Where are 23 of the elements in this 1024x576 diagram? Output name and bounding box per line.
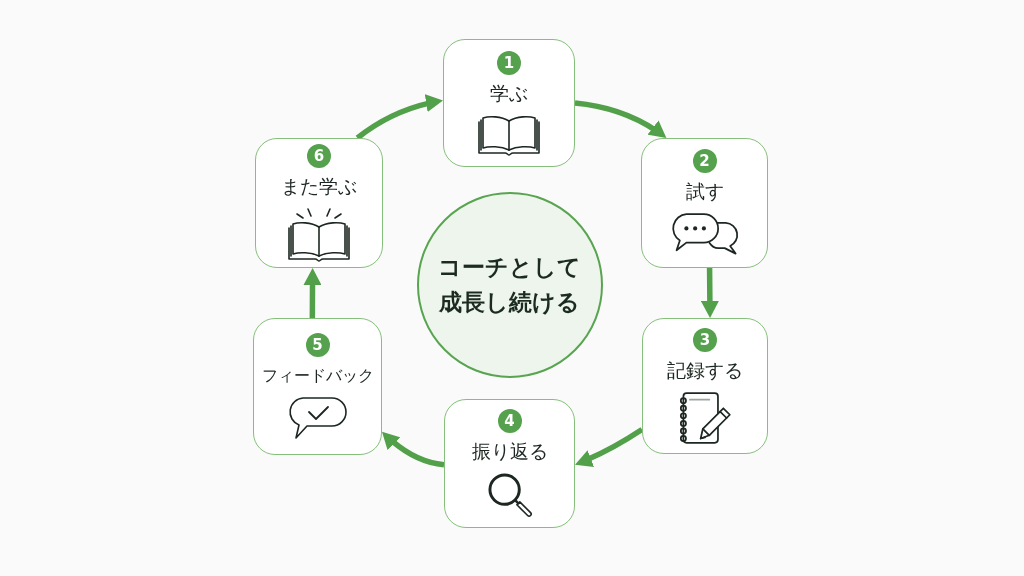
step-title: フィードバック	[261, 365, 374, 387]
number-badge: 3	[693, 327, 717, 352]
step-title: 試す	[685, 179, 724, 203]
number-badge: 4	[497, 409, 522, 433]
arrow	[380, 429, 445, 468]
step-title: 記録する	[667, 358, 743, 382]
step-box	[253, 318, 382, 455]
step-box	[255, 138, 383, 268]
number-badge: 6	[307, 143, 331, 168]
step-box	[443, 39, 575, 167]
step-box	[642, 318, 768, 454]
step-title: また学ぶ	[281, 174, 357, 198]
step-box	[641, 138, 768, 268]
number-badge: 5	[305, 333, 330, 357]
arrow	[700, 267, 719, 319]
number-badge: 2	[692, 148, 717, 173]
step-box	[444, 399, 575, 528]
step-title: 振り返る	[471, 440, 548, 463]
arrow	[574, 427, 644, 468]
arrow	[303, 268, 322, 318]
center-text: コーチとして成長し続ける	[437, 253, 583, 317]
step-title: 学ぶ	[490, 81, 528, 105]
number-badge: 1	[497, 50, 521, 75]
